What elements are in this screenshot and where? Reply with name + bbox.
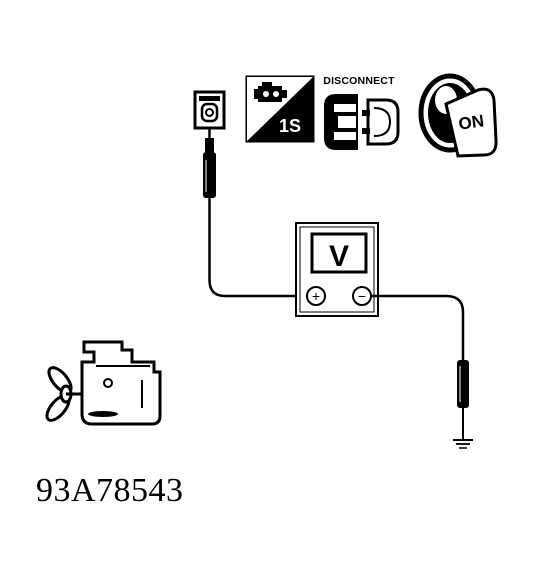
timer-text: 1S xyxy=(279,116,301,136)
ignition-key-icon: ON xyxy=(418,73,498,158)
negative-terminal: − xyxy=(352,286,372,306)
ignition-on-label: ON xyxy=(457,111,485,133)
negative-test-lead xyxy=(371,294,469,440)
disconnect-connector-icon: DISCONNECT xyxy=(323,75,400,150)
negative-terminal-symbol: − xyxy=(358,288,366,304)
engine-fan-icon xyxy=(45,366,82,422)
positive-terminal-symbol: + xyxy=(312,288,320,304)
voltmeter: V + − xyxy=(295,222,379,317)
engine-glyph-icon xyxy=(254,82,287,102)
engine-icon xyxy=(45,340,162,426)
engine-run-time-icon: 1S xyxy=(245,75,315,143)
figure-code: 93A78543 xyxy=(36,472,184,509)
disconnect-label: DISCONNECT xyxy=(323,75,395,87)
ground-symbol-icon xyxy=(453,439,473,449)
positive-test-lead xyxy=(203,138,305,298)
test-connector-icon xyxy=(193,90,226,140)
positive-terminal: + xyxy=(306,286,326,306)
voltmeter-display: V xyxy=(329,240,349,273)
